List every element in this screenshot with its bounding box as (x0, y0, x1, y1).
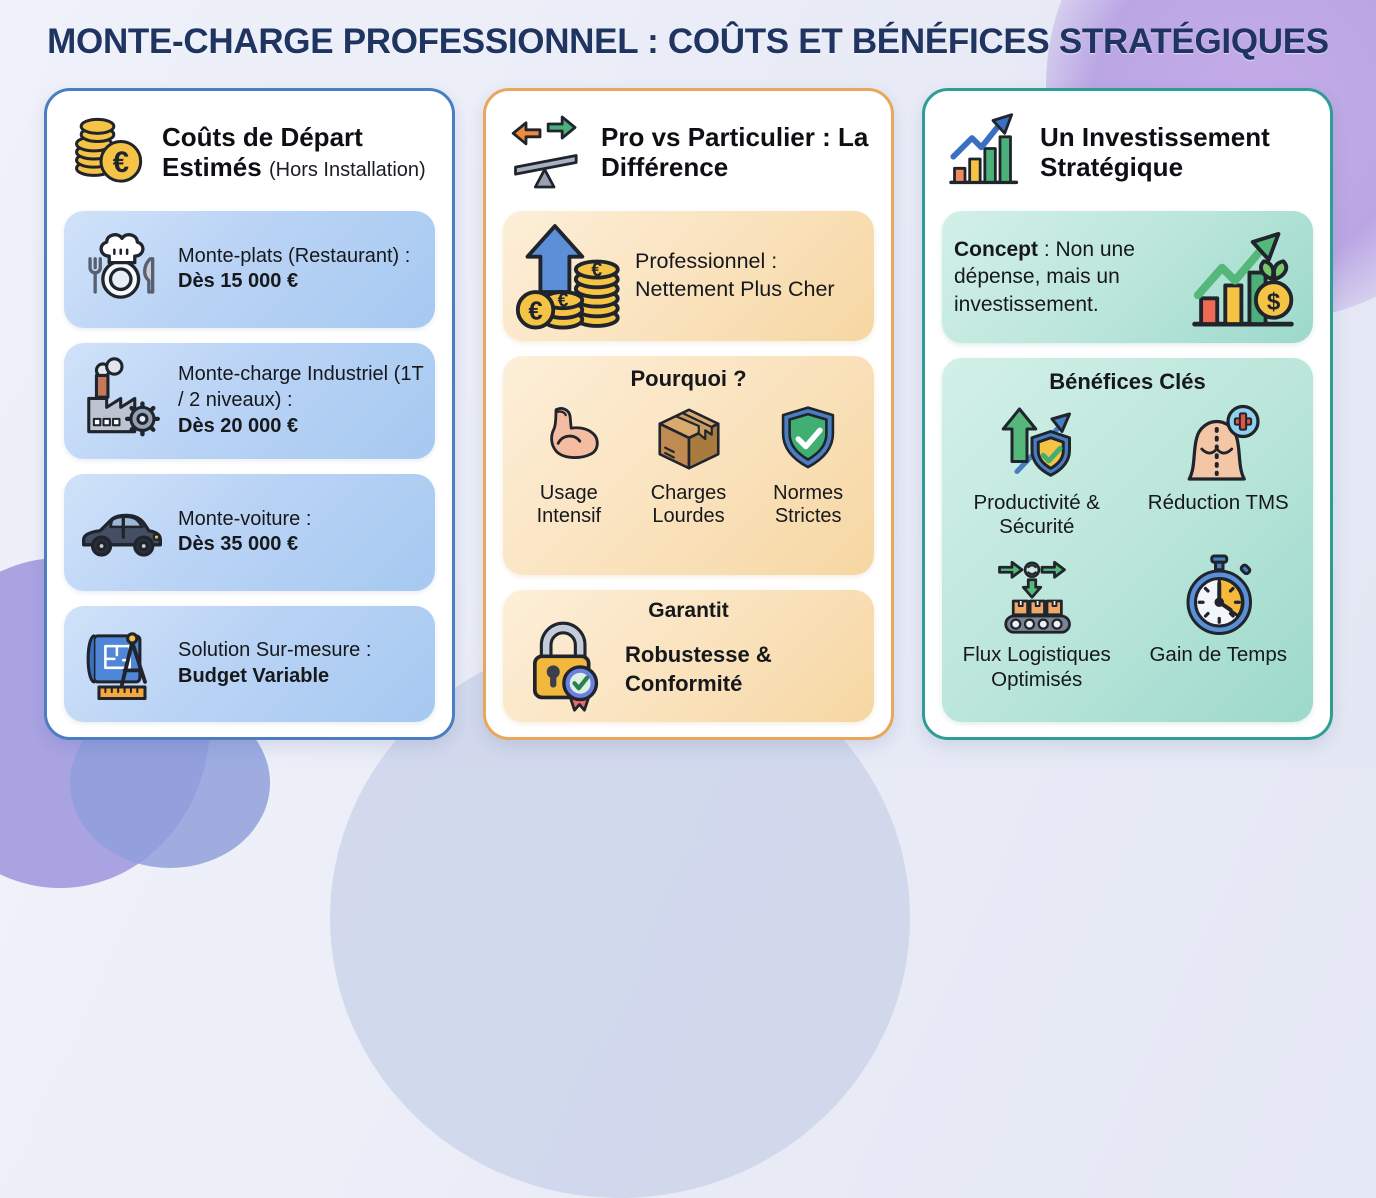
pro-more-expensive-box: € € € Professionnel : Nettement Plus Che… (503, 211, 874, 341)
benefit-flux-logistiques: Flux Logistiques Optimisés (946, 551, 1128, 691)
cost-item-text: Solution Sur-mesure : Budget Variable (178, 638, 371, 689)
why-box: Pourquoi ? Usage Intensif (503, 356, 874, 575)
cost-item-text: Monte-voiture : Dès 35 000 € (178, 507, 311, 558)
guarantee-value: Robustesse & Conformité (625, 642, 772, 696)
benefit-label: Gain de Temps (1149, 643, 1287, 667)
costs-card-header: € Coûts de Départ Estimés (Hors Installa… (64, 106, 435, 196)
reason-label: Normes Strictes (773, 482, 844, 527)
reason-label: Usage Intensif (536, 482, 602, 527)
svg-text:$: $ (1267, 289, 1281, 316)
concept-text: Concept : Non une dépense, mais un inves… (954, 236, 1179, 318)
cost-item-monte-plats: Monte-plats (Restaurant) : Dès 15 000 € (64, 211, 435, 328)
back-health-icon (1128, 399, 1310, 489)
conveyor-icon (946, 551, 1128, 641)
investment-card-header: Un Investissement Stratégique (942, 106, 1313, 196)
costs-card-title: Coûts de Départ Estimés (Hors Installati… (162, 122, 433, 182)
cost-item-label: Monte-voiture : (178, 507, 312, 530)
cost-item-label: Solution Sur-mesure : (178, 639, 372, 662)
cost-item-text: Monte-charge Industriel (1T / 2 niveaux)… (178, 362, 427, 439)
benefit-label: Productivité & Sécurité (973, 491, 1100, 539)
cost-item-value: Dès 35 000 € (178, 533, 299, 556)
padlock-certified-icon (515, 611, 617, 713)
reason-usage-intensif: Usage Intensif (509, 400, 629, 528)
guarantee-title: Garantit (648, 599, 729, 622)
price-up-coins-icon: € € € (513, 218, 629, 334)
page-title: MONTE-CHARGE PROFESSIONNEL : COÛTS ET BÉ… (47, 22, 1329, 61)
benefit-productivite: Productivité & Sécurité (946, 399, 1128, 539)
benefit-label: Flux Logistiques Optimisés (962, 643, 1111, 691)
cost-item-value: Dès 20 000 € (178, 414, 299, 437)
comparison-card: Pro vs Particulier : La Différence € € €… (483, 88, 894, 740)
svg-text:€: € (113, 147, 129, 179)
benefit-reduction-tms: Réduction TMS (1128, 399, 1310, 539)
investment-card: Un Investissement Stratégique Concept : … (922, 88, 1333, 740)
comparison-title-text: Pro vs Particulier : La Différence (601, 121, 869, 182)
benefits-grid: Productivité & Sécurité Réduction TMS (946, 399, 1309, 692)
reason-normes-strictes: Normes Strictes (748, 400, 868, 528)
costs-title-text: Coûts de Départ Estimés (162, 121, 363, 182)
svg-text:€: € (528, 298, 542, 326)
car-icon (72, 484, 172, 580)
productivity-shield-icon (946, 399, 1128, 489)
pro-statement: Professionnel : Nettement Plus Cher (635, 249, 835, 301)
svg-text:€: € (558, 291, 569, 312)
investment-title-text: Un Investissement Stratégique (1040, 121, 1270, 182)
shield-check-icon (748, 400, 868, 478)
concept-rest: : Non une dépense, mais un investissemen… (954, 238, 1135, 316)
muscle-icon (509, 400, 629, 478)
factory-icon (72, 353, 172, 449)
why-reasons-row: Usage Intensif Charges Lourdes (509, 400, 868, 528)
comparison-card-title: Pro vs Particulier : La Différence (601, 122, 872, 182)
box-icon (629, 400, 749, 478)
guarantee-box: Garantit Robustesse & Conformité (503, 590, 874, 722)
benefit-label: Réduction TMS (1147, 491, 1289, 514)
concept-box: Concept : Non une dépense, mais un inves… (942, 211, 1313, 343)
cost-item-value: Budget Variable (178, 664, 330, 687)
cost-item-label: Monte-plats (Restaurant) : (178, 244, 411, 267)
restaurant-icon (72, 221, 172, 317)
benefit-gain-de-temps: Gain de Temps (1128, 551, 1310, 691)
svg-text:€: € (591, 260, 602, 281)
reason-label: Charges Lourdes (650, 482, 727, 527)
cost-item-label: Monte-charge Industriel (1T / 2 niveaux)… (178, 363, 424, 411)
cost-item-sur-mesure: Solution Sur-mesure : Budget Variable (64, 605, 435, 722)
investment-growth-icon: $ (1185, 221, 1301, 333)
concept-label: Concept (954, 238, 1038, 262)
growth-chart-icon (944, 110, 1028, 194)
reason-charges-lourdes: Charges Lourdes (629, 400, 749, 528)
blueprint-icon (72, 616, 172, 712)
cost-item-text: Monte-plats (Restaurant) : Dès 15 000 € (178, 244, 410, 295)
comparison-card-header: Pro vs Particulier : La Différence (503, 106, 874, 196)
cost-item-value: Dès 15 000 € (178, 270, 299, 293)
benefits-title: Bénéfices Clés (1049, 369, 1206, 394)
why-title: Pourquoi ? (630, 366, 747, 391)
balance-arrows-icon (505, 110, 589, 194)
investment-card-title: Un Investissement Stratégique (1040, 122, 1311, 182)
cost-item-monte-voiture: Monte-voiture : Dès 35 000 € (64, 474, 435, 591)
stopwatch-icon (1128, 551, 1310, 641)
benefits-box: Bénéfices Clés Productivité & Sécurité (942, 358, 1313, 722)
costs-card: € Coûts de Départ Estimés (Hors Installa… (44, 88, 455, 740)
costs-title-note: (Hors Installation) (268, 158, 426, 181)
euro-coins-icon: € (66, 110, 150, 194)
cost-item-industriel: Monte-charge Industriel (1T / 2 niveaux)… (64, 342, 435, 459)
